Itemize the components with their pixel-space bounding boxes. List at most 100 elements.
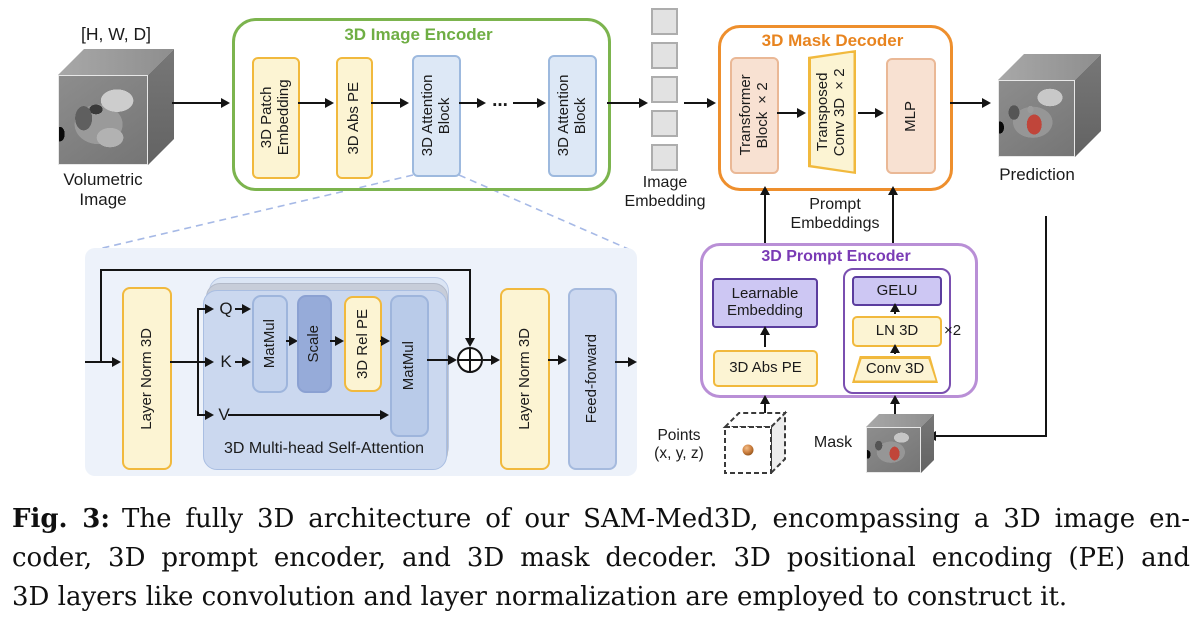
- connector-line: [85, 361, 113, 363]
- connector-line: [764, 333, 766, 347]
- feed-forward-block: Feed-forward: [568, 288, 617, 470]
- caption-line-1-text: The fully 3D architecture of our SAM-Med…: [121, 504, 1190, 534]
- arrow-right-icon: [289, 336, 298, 346]
- trapezoid-fill: Conv 3D: [854, 358, 936, 381]
- connector-line: [197, 361, 206, 363]
- arrow-right-icon: [325, 98, 334, 108]
- arrow-right-icon: [380, 410, 389, 420]
- connector-line: [172, 102, 222, 104]
- q-label: Q: [219, 299, 233, 318]
- point-prompt-dot: [742, 444, 754, 456]
- image-embedding-token: [651, 42, 678, 69]
- residual-add-icon: [457, 347, 483, 373]
- points-label-line1: Points: [657, 427, 701, 444]
- transformer-block-label: Transformer Block ×2: [736, 74, 771, 157]
- caption-line-3: 3D layers like convolution and layer nor…: [12, 582, 1068, 612]
- arrow-right-icon: [400, 98, 409, 108]
- arrow-up-icon: [890, 303, 900, 312]
- image-encoder-box: [232, 18, 611, 191]
- connector-line: [330, 340, 336, 342]
- prompt-abs-pe-block: 3D Abs PE: [713, 350, 818, 387]
- arrow-up-icon: [760, 395, 770, 404]
- mlp-label: MLP: [901, 100, 919, 132]
- connector-line: [228, 414, 381, 416]
- attention-detail-label: 3D Multi-head Self-Attention: [223, 440, 425, 457]
- caption-fig-label: Fig. 3:: [12, 504, 110, 534]
- ln3d-label: LN 3D: [875, 322, 919, 340]
- ln3d-block: LN 3D: [852, 316, 942, 347]
- prediction-cube: [998, 54, 1101, 157]
- conv3d-label: Conv 3D: [865, 360, 925, 378]
- learnable-embedding-label: Learnable Embedding: [727, 285, 803, 319]
- cube-front-face: [866, 427, 921, 473]
- patch-embedding-label: 3D Patch Embedding: [258, 80, 292, 156]
- connector-line: [371, 102, 401, 104]
- abs-pe-block: 3D Abs PE: [336, 57, 373, 179]
- caption-line-2: coder, 3D prompt encoder, and 3D mask de…: [12, 543, 1190, 573]
- arrow-up-icon: [890, 344, 900, 353]
- image-embedding-token: [651, 110, 678, 137]
- arrow-right-icon: [875, 108, 884, 118]
- layer-norm-in-block: Layer Norm 3D: [122, 287, 172, 470]
- figure-caption: Fig. 3: The fully 3D architecture of our …: [12, 500, 1190, 617]
- image-embedding-tokens: [651, 8, 679, 178]
- connector-line: [197, 308, 206, 310]
- prompt-repeat-label: ×2: [944, 322, 962, 339]
- arrow-right-icon: [242, 357, 251, 367]
- connector-line: [298, 102, 326, 104]
- connector-line: [607, 102, 640, 104]
- arrow-up-icon: [888, 186, 898, 195]
- transformer-block: Transformer Block ×2: [730, 57, 779, 174]
- connector-line: [513, 102, 538, 104]
- arrow-right-icon: [205, 357, 214, 367]
- v-label: V: [218, 405, 230, 424]
- feedback-line-horizontal: [936, 435, 1047, 437]
- image-embedding-token: [651, 144, 678, 171]
- connector-line: [170, 361, 198, 363]
- cube-side-face: [921, 414, 934, 473]
- matmul2-block: MatMul: [390, 295, 429, 437]
- attention-block-1-label: 3D Attention Block: [418, 75, 453, 157]
- connector-line: [197, 414, 206, 416]
- layer-norm-out-block: Layer Norm 3D: [500, 288, 550, 470]
- k-label: K: [220, 352, 232, 371]
- connector-line: [235, 308, 243, 310]
- cube-front-face: [998, 80, 1075, 157]
- conv3d-block: Conv 3D: [852, 356, 938, 383]
- transposed-conv-label: Transposed Conv 3D ×2: [814, 68, 848, 156]
- connector-line: [858, 112, 876, 114]
- connector-line: [548, 359, 559, 361]
- connector-line: [764, 194, 766, 243]
- rel-pe-label: 3D Rel PE: [353, 308, 371, 380]
- skip-connection-line: [100, 269, 471, 271]
- input-dims-label: [H, W, D]: [81, 24, 151, 44]
- mlp-block: MLP: [886, 58, 936, 174]
- arrow-up-icon: [760, 326, 770, 335]
- connector-line: [483, 359, 492, 361]
- mask-decoder-title: 3D Mask Decoder: [761, 31, 904, 50]
- points-dashed-cube: [722, 410, 788, 476]
- prompt-embeddings-label: Prompt Embeddings: [790, 196, 880, 232]
- prediction-label: Prediction: [999, 165, 1075, 184]
- connector-line: [235, 361, 243, 363]
- connector-line: [950, 102, 983, 104]
- arrow-right-icon: [112, 357, 121, 367]
- skip-connection-line: [469, 269, 471, 339]
- attention-block-2: 3D Attention Block: [548, 55, 597, 177]
- layer-norm-in-label: Layer Norm 3D: [137, 327, 155, 430]
- gelu-block: GELU: [852, 276, 942, 306]
- learnable-embedding-block: Learnable Embedding: [712, 278, 818, 328]
- volumetric-image-label: Volumetric Image: [63, 170, 143, 210]
- feedback-line-vertical: [1045, 216, 1047, 437]
- matmul1-label: MatMul: [260, 319, 278, 369]
- image-embedding-token: [651, 76, 678, 103]
- points-label: Points (x, y, z): [646, 427, 712, 464]
- arrow-right-icon: [628, 357, 637, 367]
- cube-front-face: [58, 75, 148, 165]
- arrow-right-icon: [558, 355, 567, 365]
- trapezoid-fill: Transposed Conv 3D ×2: [810, 52, 854, 172]
- arrow-right-icon: [205, 410, 214, 420]
- scale-block: Scale: [297, 295, 332, 393]
- attention-block-1: 3D Attention Block: [412, 55, 461, 177]
